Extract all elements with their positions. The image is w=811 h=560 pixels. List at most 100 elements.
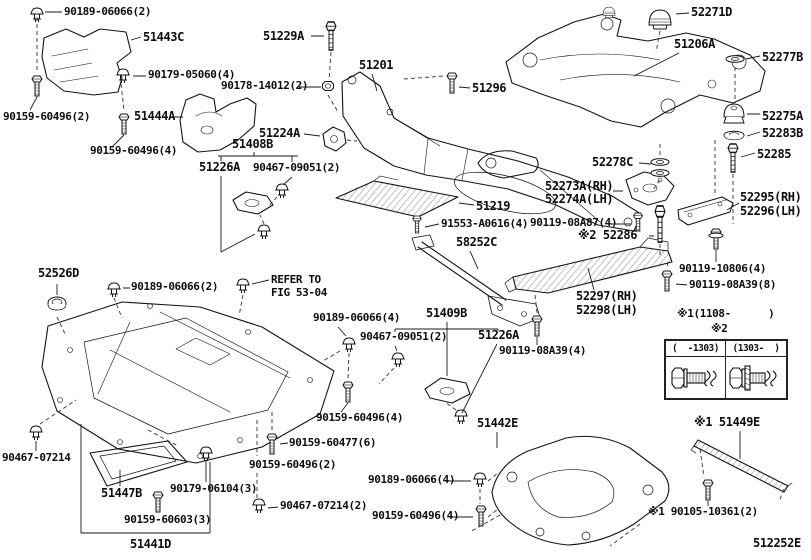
bolt-icon [727, 143, 739, 173]
label-51408B: 51408B [232, 137, 273, 151]
label-90189-06066-2-cover: 90189-06066(2) [131, 280, 219, 293]
leader-lines [29, 11, 761, 534]
label-51444A: 51444A [134, 109, 175, 123]
sill-strip-51449E-drawing [690, 439, 793, 493]
engine-under-cover-51441D-drawing [41, 301, 335, 464]
nut-icon [322, 81, 334, 91]
push-clip-icon [256, 224, 272, 240]
label-51229A: 51229A [263, 29, 304, 43]
bolt-icon [325, 21, 337, 51]
push-clip-icon [251, 498, 267, 514]
bolt-icon [412, 215, 422, 234]
label-table-mark: ※2 [711, 322, 728, 335]
retainer-icon [723, 130, 745, 141]
label-52526D: 52526D [38, 266, 79, 280]
rear-lower-arm-drawing [477, 150, 539, 179]
label-52277B: 52277B [762, 50, 803, 64]
label-90159-60496-2-front: 90159-60496(2) [3, 110, 91, 123]
bolt-icon [531, 315, 543, 337]
bracket-52273A-drawing [625, 171, 675, 206]
bolt-icon [266, 433, 278, 455]
variant-table: ( -1303) (1303- ) [664, 339, 788, 400]
bolt-icon [31, 75, 43, 97]
flange-bolt-early-icon [670, 366, 717, 389]
bushing-icon [723, 103, 745, 124]
label-51409B: 51409B [426, 306, 467, 320]
push-clip-icon [115, 68, 131, 84]
label-52296: 52296(LH) [740, 204, 802, 218]
push-clip-icon [274, 183, 290, 199]
label-90189-06066-2-front: 90189-06066(2) [64, 5, 152, 18]
bolt-icon [661, 270, 673, 292]
label-90467-07214-2: 90467-07214(2) [280, 499, 368, 512]
label-51449E: ※1 51449E [694, 415, 760, 429]
label-90159-60496-4-front: 90159-60496(4) [90, 144, 178, 157]
washer-icon [725, 55, 745, 63]
push-clip-icon [341, 337, 357, 353]
label-51224A: 51224A [259, 126, 300, 140]
flange-bolt-late-icon [729, 364, 777, 391]
label-51201: 51201 [359, 58, 394, 72]
label-52273A: 52273A(RH) [545, 179, 614, 193]
label-90119-10806-4: 90119-10806(4) [679, 262, 767, 275]
label-refer-line1: REFER TO [271, 273, 321, 286]
member-brace-52297-drawing [504, 237, 673, 294]
label-90159-60496-4-center: 90159-60496(4) [316, 411, 404, 424]
bracket-51409B-drawing [424, 377, 471, 404]
variant-early-cell [666, 357, 726, 398]
bolt-icon [118, 113, 130, 135]
label-91553-A0616-4: 91553-A0616(4) [441, 217, 529, 230]
label-51206A: 51206A [674, 37, 715, 51]
label-90119-08A39-4: 90119-08A39(4) [499, 344, 587, 357]
label-90467-07214: 90467-07214 [2, 451, 71, 464]
bolt-icon [475, 505, 487, 527]
variant-early-header: ( -1303) [666, 341, 726, 357]
clamp-51226A-upper-drawing [232, 191, 274, 215]
label-90119-08A87-4: 90119-08A87(4) [530, 216, 618, 229]
strut-bar-58252C-drawing [411, 234, 541, 327]
label-90159-60496-2-cover: 90159-60496(2) [249, 458, 337, 471]
push-clip-icon [235, 278, 251, 294]
label-52275A: 52275A [762, 109, 803, 123]
label-refer-line2: FIG 53-04 [271, 286, 328, 299]
label-90189-06066-4-cover: 90189-06066(4) [313, 311, 401, 324]
dashed-assembly-lines [36, 17, 785, 547]
label-51296: 51296 [472, 81, 507, 95]
label-90105-10361-2: ※1 90105-10361(2) [648, 505, 758, 518]
label-90119-08A39-8: 90119-08A39(8) [689, 278, 777, 291]
cushion-icon [648, 9, 672, 30]
label-90178-14012-2: 90178-14012(2) [221, 79, 309, 92]
label-52297: 52297(RH) [576, 289, 638, 303]
label-51441D: 51441D [130, 537, 171, 551]
label-52274A: 52274A(LH) [545, 192, 614, 206]
label-note-1108: ※1(1108- ) [677, 307, 775, 320]
label-90179-06104-3: 90179-06104(3) [170, 482, 258, 495]
bolt-icon [446, 72, 458, 94]
label-52283B: 52283B [762, 126, 803, 140]
under-cover-plate-51447B-drawing [89, 440, 188, 487]
label-52298: 52298(LH) [576, 303, 638, 317]
push-clip-icon [390, 352, 406, 368]
label-90467-09051-2-upper: 90467-09051(2) [253, 161, 341, 174]
cushion-icon [602, 6, 616, 18]
label-90467-09051-2-lower: 90467-09051(2) [360, 330, 448, 343]
label-52271D: 52271D [691, 5, 732, 19]
label-fig-code: 512252E [753, 536, 801, 550]
washer-icon [650, 169, 670, 177]
washer-icon [650, 158, 670, 166]
label-51219: 51219 [476, 199, 511, 213]
label-58252C: 58252C [456, 235, 497, 249]
label-51442E: 51442E [477, 416, 518, 430]
push-clip-icon [453, 409, 469, 425]
label-52286: ※2 52286 [578, 228, 638, 242]
push-clip-icon [106, 282, 122, 298]
label-90159-60603-3: 90159-60603(3) [124, 513, 212, 526]
bolt-icon [152, 491, 164, 513]
push-clip-icon [28, 425, 44, 441]
label-90179-05060-4: 90179-05060(4) [148, 68, 236, 81]
variant-late-cell [726, 357, 786, 398]
bracket-51444A-drawing [179, 93, 257, 153]
label-51447B: 51447B [101, 486, 142, 500]
